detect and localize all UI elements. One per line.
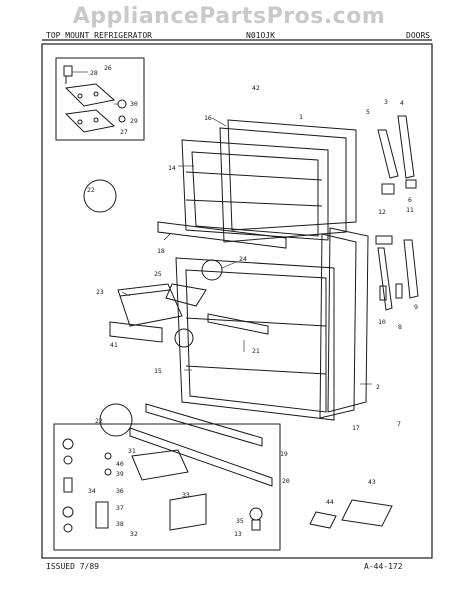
callout-36: 36 (116, 487, 124, 495)
detail-circle-24 (201, 259, 223, 281)
freezer-shelf-bar (157, 221, 287, 249)
callout-20: 20 (282, 477, 290, 485)
callout-11: 11 (406, 206, 414, 214)
callout-27: 27 (120, 128, 128, 136)
callout-40: 40 (116, 460, 124, 468)
dairy-plate (109, 321, 163, 343)
callout-37: 37 (116, 504, 124, 512)
callout-38: 38 (116, 520, 124, 528)
callout-34: 34 (88, 487, 96, 495)
watermark: AppliancePartsPros.com (72, 4, 386, 29)
detail-circle-22-bottom (99, 403, 133, 437)
callout-35: 35 (236, 517, 244, 525)
callout-16: 16 (204, 114, 212, 122)
callout-43: 43 (368, 478, 376, 486)
callout-10: 10 (378, 318, 386, 326)
callout-39: 39 (116, 470, 124, 478)
callout-31: 31 (128, 447, 136, 455)
header-section: DOORS (406, 31, 431, 40)
callout-13: 13 (234, 530, 242, 538)
callout-30: 30 (130, 100, 138, 108)
header-model-number: N01OJK (246, 31, 275, 40)
callout-2: 2 (376, 383, 380, 391)
footer-issued: ISSUED 7/89 (46, 562, 99, 571)
callout-6: 6 (408, 196, 412, 204)
callout-29: 29 (130, 117, 138, 125)
callout-22-bottom: 22 (95, 417, 103, 425)
footer-page-ref: A-44-172 (364, 562, 403, 571)
callout-18: 18 (157, 247, 165, 255)
callout-24: 24 (239, 255, 247, 263)
callout-12: 12 (378, 208, 386, 216)
header-model-text: TOP MOUNT REFRIGERATOR (46, 31, 152, 40)
detail-circle-22-mid (174, 328, 194, 348)
hardware-parts (62, 438, 263, 533)
callout-9: 9 (414, 303, 418, 311)
hinge-inset-top (55, 57, 145, 141)
callout-23: 23 (96, 288, 104, 296)
callout-28: 28 (90, 69, 98, 77)
callout-25: 25 (154, 270, 162, 278)
callout-33: 33 (182, 491, 190, 499)
callout-15: 15 (154, 367, 162, 375)
callout-22-top: 22 (87, 186, 95, 194)
callout-3: 3 (384, 98, 388, 106)
door-shelf-bar-20 (129, 427, 273, 487)
diagram-frame (41, 43, 433, 559)
detail-circle-22-top (83, 179, 117, 213)
freezer-door (181, 119, 357, 243)
callout-42: 42 (252, 84, 260, 92)
dairy-cover (165, 283, 207, 307)
callout-5: 5 (366, 108, 370, 116)
callout-19: 19 (280, 450, 288, 458)
door-shelf-bar-19 (145, 403, 263, 447)
right-hinge-parts (375, 115, 419, 311)
callout-32: 32 (130, 530, 138, 538)
callout-4: 4 (400, 99, 404, 107)
dairy-compartment (117, 283, 183, 327)
callout-41: 41 (110, 341, 118, 349)
callout-26: 26 (104, 64, 112, 72)
callout-14: 14 (168, 164, 176, 172)
callout-1: 1 (299, 113, 303, 121)
callout-labels: 1 2 3 4 5 6 7 8 9 10 11 12 13 14 15 16 1… (87, 64, 418, 538)
hardware-inset (53, 423, 281, 551)
callout-21: 21 (252, 347, 260, 355)
door-shelf-bar-21 (207, 313, 269, 335)
callout-7: 7 (397, 420, 401, 428)
callout-8: 8 (398, 323, 402, 331)
callout-44: 44 (326, 498, 334, 506)
fresh-food-door (175, 227, 369, 421)
bracket-43 (341, 499, 393, 527)
bracket-44 (309, 511, 337, 529)
callout-17: 17 (352, 424, 360, 432)
leader-lines (72, 71, 372, 385)
